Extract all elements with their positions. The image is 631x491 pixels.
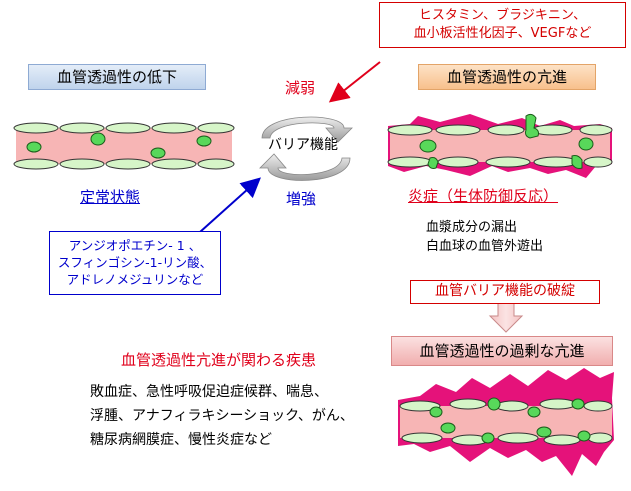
decreased-permeability-label: 血管透過性の低下 [28,64,206,90]
diseases-line1: 敗血症、急性呼吸促迫症候群、喘息、 [90,384,328,400]
normal-vessel [13,122,235,170]
down-arrow [488,301,524,333]
barrier-breakdown-box: 血管バリア機能の破綻 [410,280,600,304]
inflammation-label: 炎症（生体防御反応） [408,187,559,205]
strengthen-factors-box: アンジオポエチン- 1 、 スフィンゴシン-1-リン酸、 アドレノメジュリンなど [49,231,221,295]
strengthen-factors-line3: アドレノメジュリンなど [66,272,204,287]
increased-permeability-label: 血管透過性の亢進 [418,64,596,90]
plasma-leak-text: 血漿成分の漏出 [426,220,518,235]
weaken-factors-box: ヒスタミン、ブラジキニン、 血小板活性化因子、VEGFなど [379,2,626,48]
strengthen-arrow [199,177,261,233]
strengthen-label: 増強 [286,190,317,208]
barrier-cycle-arrows [259,116,353,181]
weaken-factors-line1: ヒスタミン、ブラジキニン、 [418,8,587,23]
diseases-title: 血管透過性亢進が関わる疾患 [121,351,317,369]
steady-state-label: 定常状態 [80,188,141,206]
weaken-arrow [328,61,381,103]
leukocyte-extravasation-text: 白血球の血管外遊出 [426,239,544,254]
excess-leakage-vessel [398,368,614,476]
weaken-label: 減弱 [285,79,316,97]
strengthen-factors-line1: アンジオポエチン- 1 、 [68,238,202,253]
diseases-line3: 糖尿病網膜症、慢性炎症など [90,432,272,448]
barrier-function-label: バリア機能 [268,137,338,153]
leaky-vessel [387,113,613,178]
diseases-line2: 浮腫、アナフィラキシーショック、がん、 [90,408,354,424]
strengthen-factors-line2: スフィンゴシン-1-リン酸、 [57,255,213,270]
weaken-factors-line2: 血小板活性化因子、VEGFなど [413,26,592,41]
excess-permeability-label: 血管透過性の過剰な亢進 [391,336,613,366]
